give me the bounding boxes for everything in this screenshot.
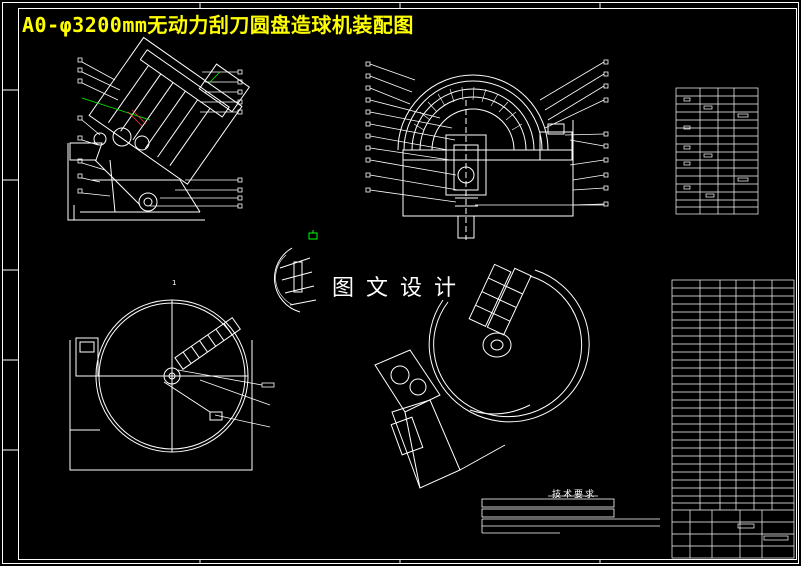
drawing-title: A0-φ3200mm无动力刮刀圆盘造球机装配图 bbox=[22, 13, 414, 37]
section-mark: 1 bbox=[172, 279, 176, 287]
front-section-view bbox=[365, 59, 609, 240]
side-view bbox=[67, 36, 250, 221]
title-block bbox=[671, 279, 795, 559]
technical-requirements bbox=[481, 495, 660, 534]
isometric-view bbox=[374, 263, 590, 489]
watermark: 图文设计 bbox=[332, 276, 469, 301]
parts-list-table bbox=[675, 87, 759, 215]
inner-frame bbox=[18, 8, 797, 560]
technical-requirements-title: 技术要求 bbox=[552, 490, 597, 500]
top-view: 1 bbox=[69, 279, 275, 471]
detail-callout bbox=[274, 230, 318, 313]
